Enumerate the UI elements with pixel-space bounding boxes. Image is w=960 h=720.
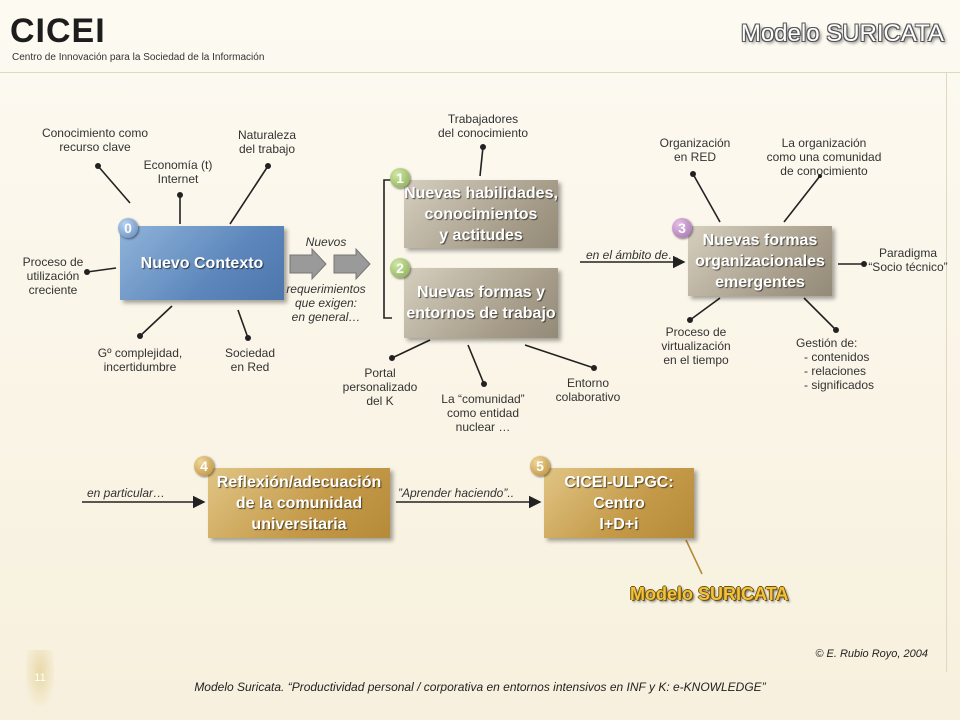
cicei-logo: CICEI xyxy=(10,12,106,50)
factor-complejidad: Gº complejidad,incertidumbre xyxy=(97,346,183,374)
logo-subtitle: Centro de Innovación para la Sociedad de… xyxy=(12,52,265,63)
paradigma-label: Paradigma“Socio técnico” xyxy=(868,246,948,274)
slide-title: Modelo SURICATA xyxy=(740,20,944,47)
header-divider xyxy=(0,72,960,73)
gestion-label: Gestión de: - contenidos - relaciones - … xyxy=(796,336,875,392)
page-number: 11 xyxy=(26,650,54,706)
factor-economia: Economía (t)Internet xyxy=(143,158,213,186)
modelo-suricata-label: Modelo SURICATA xyxy=(630,584,789,604)
badge-5: 5 xyxy=(530,456,550,476)
right-divider xyxy=(946,72,947,672)
badge-4: 4 xyxy=(194,456,214,476)
label-particular: en particular… xyxy=(86,486,166,500)
copyright: © E. Rubio Royo, 2004 xyxy=(815,648,928,660)
nuevos-arrow-1 xyxy=(289,247,327,281)
nuevo-contexto-box: Nuevo Contexto xyxy=(120,226,284,300)
label-ambito: en el ámbito de… xyxy=(585,248,681,262)
label-nuevos: Nuevos xyxy=(305,235,347,249)
badge-0: 0 xyxy=(118,218,138,238)
footer-caption: Modelo Suricata. “Productividad personal… xyxy=(194,680,766,694)
badge-2: 2 xyxy=(390,258,410,278)
nuevos-arrow-2 xyxy=(333,247,371,281)
badge-3: 3 xyxy=(672,218,692,238)
badge-1: 1 xyxy=(390,168,410,188)
label-aprender: ”Aprender haciendo”.. xyxy=(397,486,515,500)
